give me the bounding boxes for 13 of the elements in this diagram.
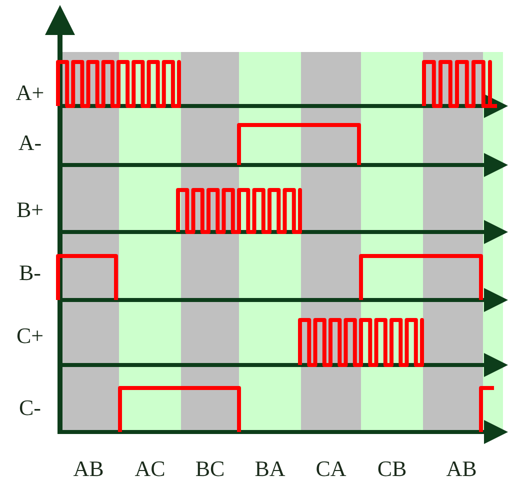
column-label: CB [376,458,408,480]
column-label: CA [314,458,348,480]
column-label: BC [194,458,226,480]
row-label: C- [18,397,42,419]
column-label: AC [134,458,166,480]
row-label: A+ [14,82,46,104]
row-label: B+ [15,199,45,221]
row-label: C+ [15,325,45,347]
column-label: AB [445,458,478,480]
row-label: B- [18,262,42,284]
column-label: AB [72,458,105,480]
column-label: BA [254,458,286,480]
row-label: A- [17,132,43,154]
